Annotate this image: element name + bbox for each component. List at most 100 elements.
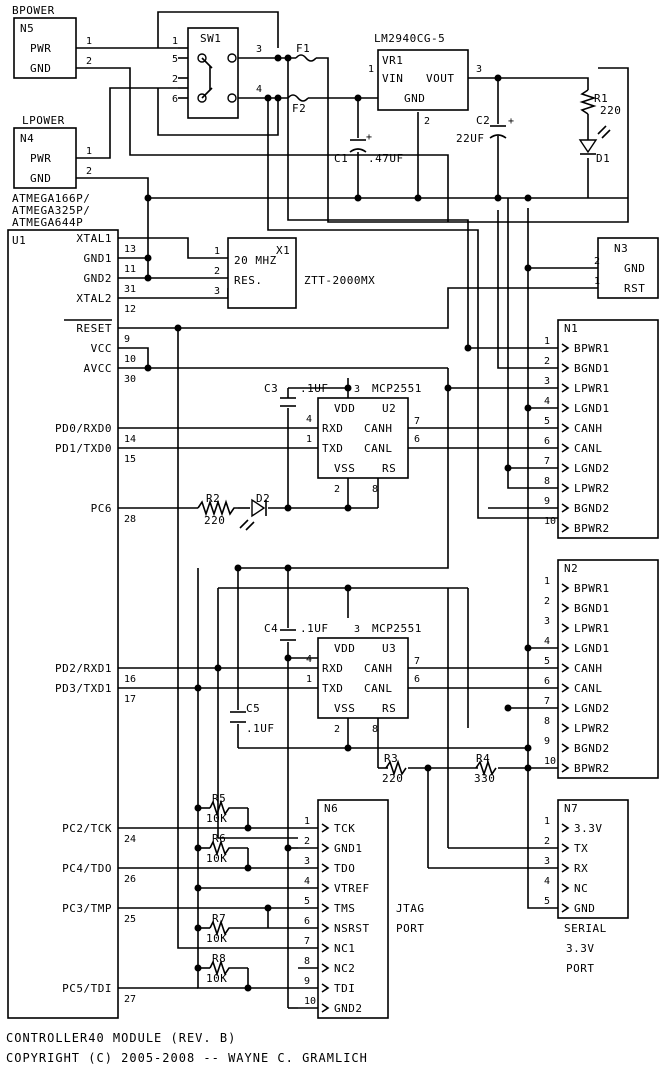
n2-pin-label: BPWR1 — [574, 582, 610, 595]
connector-n6: N6 JTAG PORT 1TCK2GND13TDO4VTREF5TMS6NSR… — [298, 799, 424, 1019]
u1-pin-label: GND2 — [84, 272, 113, 285]
u1-pin-num: 17 — [124, 694, 136, 705]
n7-pin-num: 3 — [544, 856, 550, 867]
n5-pin-num: 2 — [86, 56, 92, 67]
n6-ref: N6 — [324, 802, 338, 815]
r4-ref: R4 — [476, 752, 490, 765]
u1-pin-label: PD0/RXD0 — [55, 422, 112, 435]
n1-pin-label: LGND1 — [574, 402, 610, 415]
n4-name: LPOWER — [22, 114, 65, 127]
capacitor-c4: C4 .1UF — [264, 622, 328, 641]
d1-ref: D1 — [596, 152, 610, 165]
u1-pin-num: 13 — [124, 244, 136, 255]
resistor-r2: R2 220 — [197, 492, 238, 527]
capacitor-c3: C3 .1UF — [264, 382, 329, 407]
n1-pin-label: BGND1 — [574, 362, 610, 375]
n2-pin-label: LPWR1 — [574, 622, 610, 635]
sw1-pin: 1 — [172, 36, 178, 47]
n1-pin-num: 3 — [544, 376, 550, 387]
u3-rs: RS — [382, 702, 396, 715]
led-d1: D1 — [578, 125, 611, 165]
n1-pin-label: BPWR1 — [574, 342, 610, 355]
u1-pin-num: 10 — [124, 354, 136, 365]
vr1-gnd: GND — [404, 92, 425, 105]
n7-name: PORT — [566, 962, 595, 975]
sw1-pin: 3 — [256, 44, 262, 55]
u3-vss: VSS — [334, 702, 355, 715]
r6-ref: R6 — [212, 832, 226, 845]
u2-pin: 7 — [414, 416, 420, 427]
u1-ref: U1 — [12, 234, 26, 247]
n1-pin-label: CANL — [574, 442, 603, 455]
u1-pin-label: PC2/TCK — [62, 822, 112, 835]
n1-pin-num: 2 — [544, 356, 550, 367]
n6-pin-label: TMS — [334, 902, 355, 915]
fuse-f1: F1 — [295, 42, 317, 62]
u1-pin-num: 26 — [124, 874, 136, 885]
u2-canl: CANL — [364, 442, 393, 455]
n1-pin-num: 8 — [544, 476, 550, 487]
vr1-pin: 2 — [424, 116, 430, 127]
n7-name: 3.3V — [566, 942, 595, 955]
x1-pin: 2 — [214, 266, 220, 277]
u1-pin-num: 16 — [124, 674, 136, 685]
n5-pin-label: GND — [30, 62, 51, 75]
x1-res: RES. — [234, 274, 263, 287]
n2-pin-label: LGND1 — [574, 642, 610, 655]
u1-pin-label: PD1/TXD0 — [55, 442, 112, 455]
u1-pin-label: PC3/TMP — [62, 902, 112, 915]
n4-ref: N4 — [20, 132, 34, 145]
c5-ref: C5 — [246, 702, 260, 715]
u3-ref: U3 — [382, 642, 396, 655]
c4-ref: C4 — [264, 622, 278, 635]
resistor-r7: R7 10K — [206, 912, 230, 945]
u1-pin-label: PC6 — [91, 502, 112, 515]
n1-pin-label: LPWR1 — [574, 382, 610, 395]
n2-pin-num: 3 — [544, 616, 550, 627]
led-d2: D2 — [239, 492, 270, 531]
u2-rxd: RXD — [322, 422, 343, 435]
capacitor-c1: + C1 .47UF — [334, 132, 403, 165]
u1-pin-label: XTAL1 — [76, 232, 112, 245]
u2-ref: U2 — [382, 402, 396, 415]
n7-pin-num: 4 — [544, 876, 550, 887]
n7-ref: N7 — [564, 802, 578, 815]
n6-pin-num: 5 — [304, 896, 310, 907]
n2-pin-num: 4 — [544, 636, 550, 647]
mcu-u1: ATMEGA166P/ ATMEGA325P/ ATMEGA644P U1 XT… — [7, 192, 136, 1019]
n7-pin-label: GND — [574, 902, 595, 915]
n6-pin-num: 4 — [304, 876, 310, 887]
u3-pin: 3 — [354, 624, 360, 635]
svg-text:+: + — [508, 116, 514, 127]
resistor-r5: R5 10K — [206, 792, 230, 825]
r8-ref: R8 — [212, 952, 226, 965]
n7-pin-label: TX — [574, 842, 588, 855]
vr1-pin: 3 — [476, 64, 482, 75]
n2-pin-label: BGND2 — [574, 742, 610, 755]
junctions — [144, 54, 532, 992]
c3-value: .1UF — [300, 382, 329, 395]
n4-pin-num: 1 — [86, 146, 92, 157]
fuse-f2: F2 — [287, 94, 309, 115]
n2-pin-label: CANH — [574, 662, 603, 675]
footer-copyright: COPYRIGHT (C) 2005-2008 -- WAYNE C. GRAM… — [6, 1051, 368, 1065]
u1-part: ATMEGA166P/ — [12, 192, 90, 205]
sw1-pin: 6 — [172, 94, 178, 105]
n1-pin-num: 7 — [544, 456, 550, 467]
u3-pin: 7 — [414, 656, 420, 667]
n1-pin-num: 9 — [544, 496, 550, 507]
n6-pin-num: 2 — [304, 836, 310, 847]
n7-pin-num: 2 — [544, 836, 550, 847]
u1-pin-label: XTAL2 — [76, 292, 112, 305]
u2-vss: VSS — [334, 462, 355, 475]
n2-pin-num: 6 — [544, 676, 550, 687]
n2-pin-num: 5 — [544, 656, 550, 667]
u1-pin-label: VCC — [91, 342, 112, 355]
u3-rxd: RXD — [322, 662, 343, 675]
u1-pins: XTAL113GND111GND231XTAL212RESET9VCC10AVC… — [55, 232, 136, 1005]
n6-pin-label: TDI — [334, 982, 355, 995]
u2-rs: RS — [382, 462, 396, 475]
n4-pin-label: PWR — [30, 152, 51, 165]
r7-value: 10K — [206, 932, 227, 945]
